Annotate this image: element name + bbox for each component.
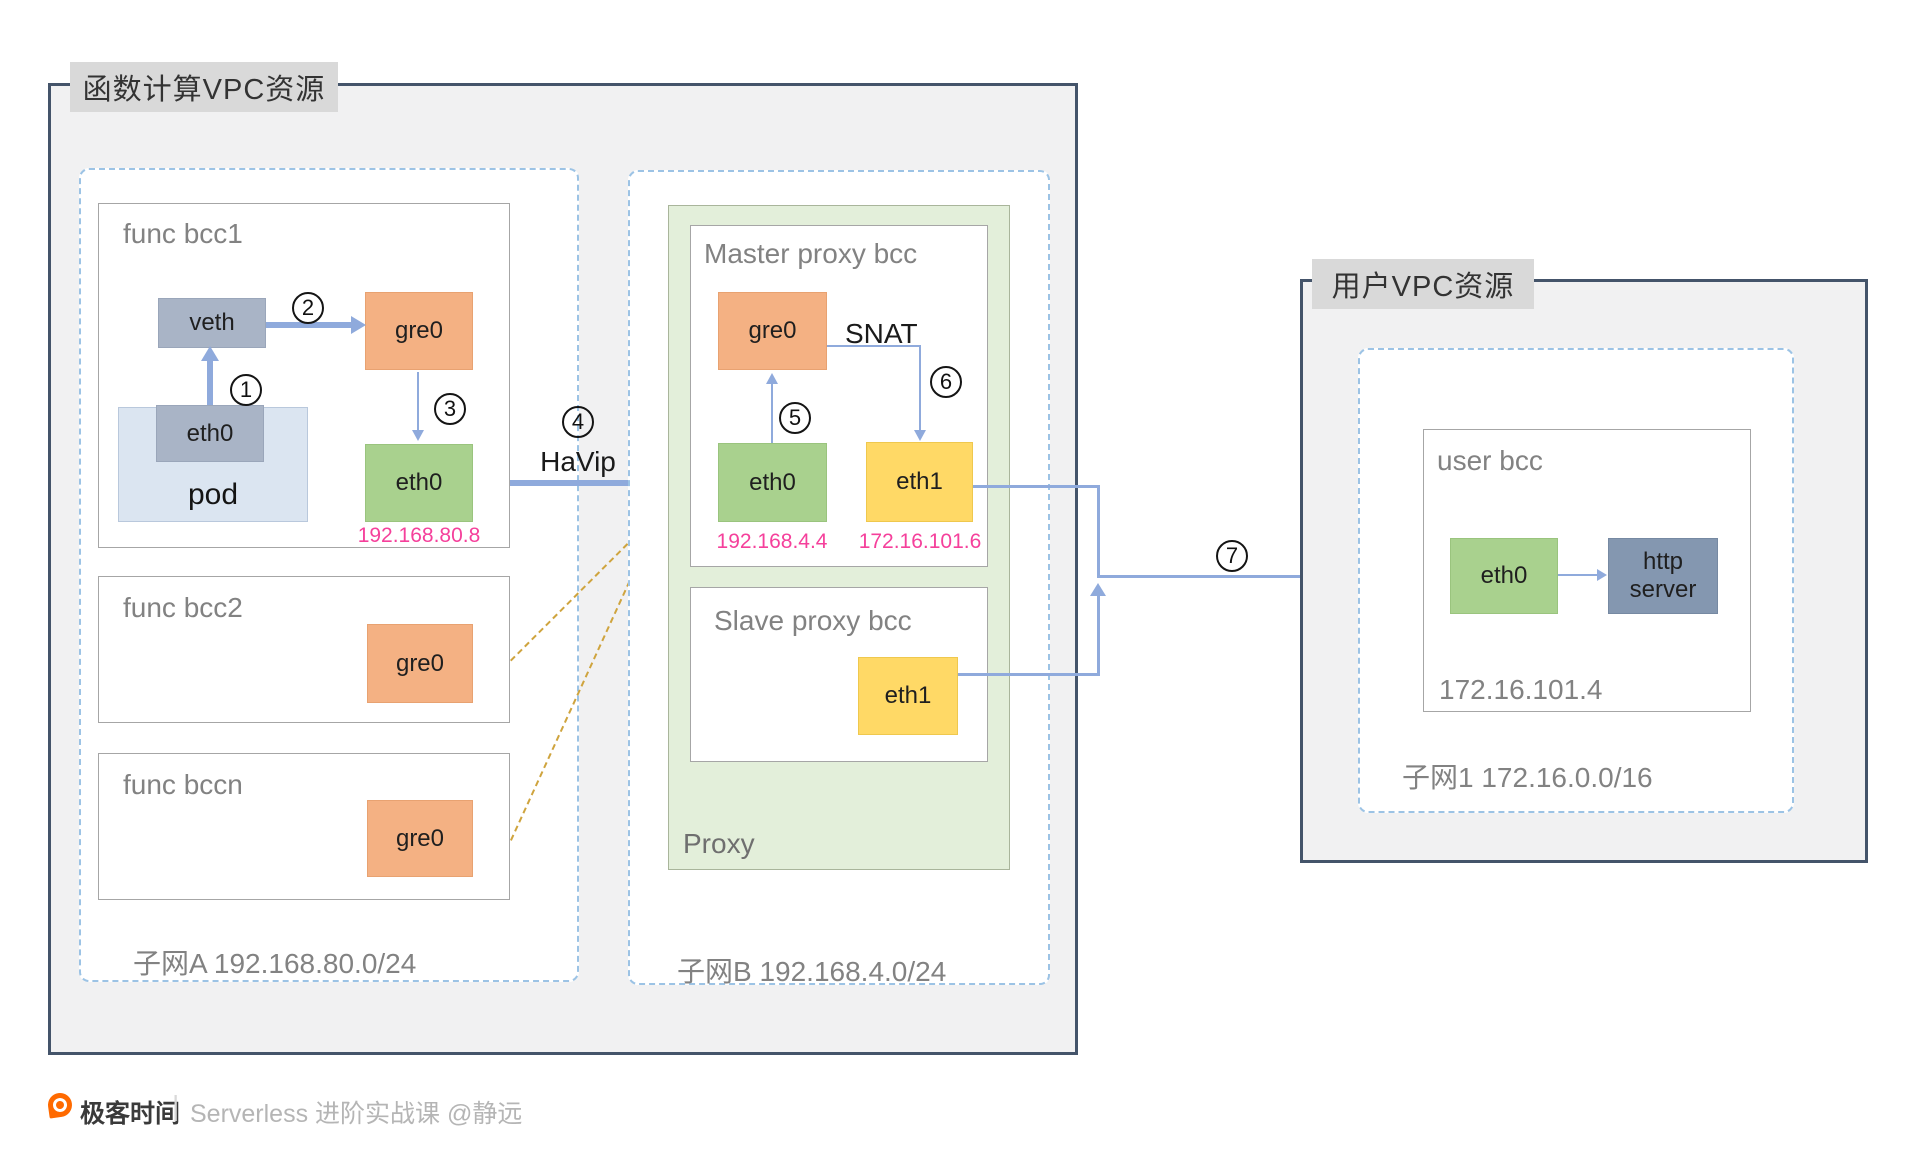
arrow-5-head	[766, 373, 778, 384]
func-bcc2-title: func bcc2	[123, 592, 243, 623]
arrow-4-line	[510, 480, 650, 486]
arrow-7-slave-hline	[958, 673, 1100, 676]
step-1-badge: 1	[230, 374, 262, 406]
subnet-1-label: 子网1 172.16.0.0/16	[1402, 762, 1653, 793]
arrow-7-main-line	[1097, 575, 1407, 578]
function-vpc-label: 函数计算VPC资源	[70, 62, 338, 112]
func-bccn-title: func bccn	[123, 769, 243, 800]
arrow-2-line	[266, 322, 351, 328]
arrow-6-hline	[827, 345, 921, 347]
master-eth1-box: eth1	[866, 442, 973, 522]
eth0-to-http-head	[1597, 569, 1607, 581]
step-4-badge: 4	[562, 406, 594, 438]
master-proxy-title: Master proxy bcc	[704, 238, 918, 269]
step-5-badge: 5	[779, 402, 811, 434]
user-bcc-title: user bcc	[1437, 445, 1543, 476]
arrow-6-vline	[919, 345, 921, 430]
footer-subtitle: Serverless 进阶实战课 @静远	[190, 1100, 523, 1128]
step-6-badge: 6	[930, 366, 962, 398]
bccn-gre0-box: gre0	[367, 800, 473, 877]
bcc1-eth0-box: eth0	[365, 444, 473, 522]
master-gre0-box: gre0	[718, 292, 827, 370]
user-eth0-box: eth0	[1450, 538, 1558, 614]
arrow-2-head	[351, 316, 366, 334]
step-3-badge: 3	[434, 393, 466, 425]
slave-proxy-title: Slave proxy bcc	[714, 605, 912, 636]
func-bcc1-title: func bcc1	[123, 218, 243, 249]
subnet-b-label: 子网B 192.168.4.0/24	[677, 956, 947, 987]
bcc1-gre0-box: gre0	[365, 292, 473, 370]
arrow-3-line	[417, 372, 419, 430]
logo-ring	[52, 1097, 68, 1113]
bcc2-gre0-box: gre0	[367, 624, 473, 703]
user-bcc-ip: 172.16.101.4	[1439, 674, 1603, 705]
eth0-to-http-line	[1558, 574, 1598, 576]
arrow-5-line	[771, 384, 773, 443]
arrow-7-slave-vline	[1097, 596, 1100, 676]
veth-box: veth	[158, 298, 266, 348]
master-eth1-ip: 172.16.101.6	[858, 530, 982, 553]
havip-label: HaVip	[540, 446, 616, 477]
subnet-a-label: 子网A 192.168.80.0/24	[133, 948, 417, 979]
footer-divider: |	[172, 1090, 180, 1121]
http-server-box: http server	[1608, 538, 1718, 614]
snat-label: SNAT	[845, 318, 918, 349]
step-2-badge: 2	[292, 292, 324, 324]
arrow-3-head	[412, 430, 424, 441]
arrow-1-head	[201, 346, 219, 361]
step-7-badge: 7	[1216, 540, 1248, 572]
arrow-1-line	[207, 360, 213, 405]
master-eth0-box: eth0	[718, 443, 827, 522]
user-vpc-label: 用户VPC资源	[1312, 259, 1534, 309]
proxy-label: Proxy	[683, 828, 755, 859]
footer-brand: 极客时间	[80, 1100, 181, 1128]
arrow-7-slave-head	[1090, 583, 1106, 596]
arrow-7-master-hline	[973, 485, 1100, 488]
pod-label: pod	[187, 478, 239, 511]
slave-eth1-box: eth1	[858, 657, 958, 735]
master-eth0-ip: 192.168.4.4	[716, 530, 828, 553]
arrow-6-head	[914, 430, 926, 441]
arrow-7-master-vline	[1097, 485, 1100, 578]
bcc1-eth0-ip: 192.168.80.8	[357, 524, 481, 547]
geektime-logo-icon	[46, 1091, 74, 1119]
pod-eth0-box: eth0	[156, 405, 264, 462]
